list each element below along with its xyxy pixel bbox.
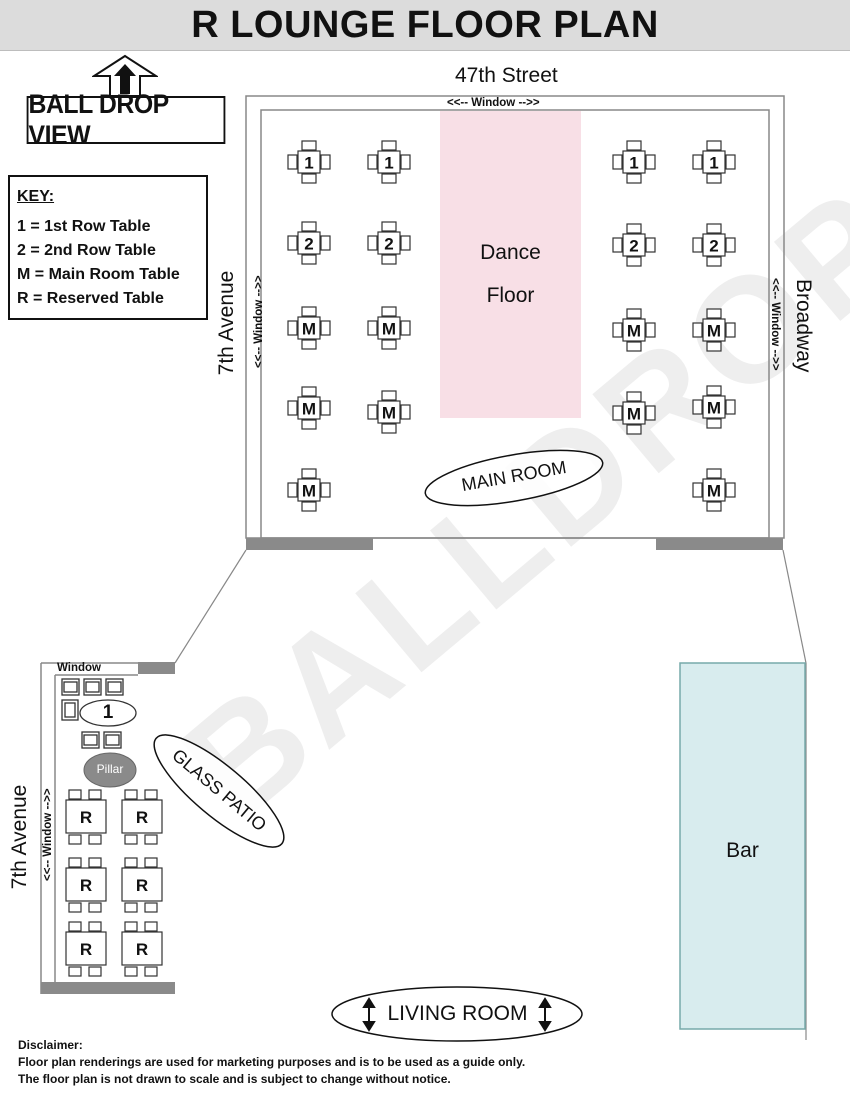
table-label: M <box>627 405 641 424</box>
table-label: M <box>302 400 316 419</box>
table-label: 1 <box>304 154 313 173</box>
table-M: M <box>612 308 656 352</box>
living-room-label: LIVING ROOM <box>387 1002 528 1025</box>
connector-line-right <box>782 549 807 664</box>
window-label-left-main: <<-- Window -->> <box>253 275 265 368</box>
table-R: R <box>65 921 107 977</box>
table-label: R <box>80 808 92 827</box>
pillar <box>83 752 137 788</box>
connector-line-left <box>174 549 247 664</box>
table-label: 2 <box>709 237 718 256</box>
street-label-7th-avenue-lower: 7th Avenue <box>8 784 31 890</box>
glass-patio-ellipse <box>153 734 285 848</box>
table-2: 2 <box>692 223 736 267</box>
table-label: M <box>382 320 396 339</box>
disclaimer-line-1: Floor plan renderings are used for marke… <box>18 1055 526 1069</box>
window-label-top: <<-- Window -->> <box>447 97 540 109</box>
key-item: 1 = 1st Row Table <box>17 218 151 235</box>
table-M: M <box>287 306 331 350</box>
table-M: M <box>367 306 411 350</box>
living-room-ellipse <box>331 986 583 1042</box>
main-wall-right-stub <box>656 538 783 550</box>
double-arrow-icon <box>538 997 552 1032</box>
table-M: M <box>692 385 736 429</box>
disclaimer-heading: Disclaimer: <box>18 1038 83 1052</box>
table-1: 1 <box>287 140 331 184</box>
disclaimer-line-2: The floor plan is not drawn to scale and… <box>18 1072 451 1086</box>
table-label: R <box>80 940 92 959</box>
dance-floor <box>440 111 581 418</box>
table-R: R <box>121 921 163 977</box>
table-label: M <box>707 399 721 418</box>
table-label: R <box>136 808 148 827</box>
patio-bottom-stub <box>41 982 175 994</box>
window-label-patio-left: <<-- Window -->> <box>42 788 54 881</box>
window-label-right-main: <<-- Window -->> <box>769 278 781 371</box>
page-title: R LOUNGE FLOOR PLAN <box>191 3 659 46</box>
key-title: KEY: <box>17 188 55 205</box>
bar-counter <box>679 662 806 1030</box>
table-1: 1 <box>367 140 411 184</box>
table-2: 2 <box>612 223 656 267</box>
pillar-label: Pillar <box>96 762 124 776</box>
street-label-47th: 47th Street <box>455 64 558 87</box>
table-label: 2 <box>384 235 393 254</box>
key-item: M = Main Room Table <box>17 266 180 283</box>
disclaimer: Disclaimer: Floor plan renderings are us… <box>18 1037 525 1088</box>
main-room-ellipse <box>424 449 604 507</box>
table-label: 1 <box>629 154 638 173</box>
key-item: 2 = 2nd Row Table <box>17 242 156 259</box>
table-2: 2 <box>367 221 411 265</box>
table-label: M <box>707 482 721 501</box>
table-label: R <box>136 940 148 959</box>
street-label-7th-avenue-upper: 7th Avenue <box>215 270 238 376</box>
table-label: R <box>80 876 92 895</box>
table-1: 1 <box>612 140 656 184</box>
key-item: R = Reserved Table <box>17 290 164 307</box>
table-M: M <box>692 308 736 352</box>
table-label: M <box>707 322 721 341</box>
table-R: R <box>121 789 163 845</box>
table-M: M <box>612 391 656 435</box>
table-label: M <box>382 404 396 423</box>
round-table-1 <box>79 699 137 727</box>
table-label: 1 <box>709 154 718 173</box>
patio-chairs <box>61 678 124 749</box>
table-1: 1 <box>692 140 736 184</box>
table-M: M <box>367 390 411 434</box>
table-R: R <box>65 789 107 845</box>
title-bar: R LOUNGE FLOOR PLAN <box>0 0 850 51</box>
table-label: 2 <box>629 237 638 256</box>
table-label: M <box>302 320 316 339</box>
table-M: M <box>287 386 331 430</box>
table-label: M <box>302 482 316 501</box>
main-room-tables: 1 1 2 2M M M M M 1 1 2 2M M M M M <box>287 140 736 512</box>
patio-top-stub <box>138 662 175 674</box>
table-M: M <box>287 468 331 512</box>
main-room-inner-wall <box>260 109 770 539</box>
street-label-broadway: Broadway <box>792 279 815 373</box>
table-label: 1 <box>384 154 393 173</box>
table-label: 2 <box>304 235 313 254</box>
window-label-patio-top: Window <box>57 662 101 674</box>
main-wall-left-stub <box>246 538 373 550</box>
table-M: M <box>692 468 736 512</box>
legend-key: KEY: 1 = 1st Row Table 2 = 2nd Row Table… <box>8 175 208 320</box>
patio-tables: R R R R R R <box>65 789 163 977</box>
round-table-label: 1 <box>102 702 114 723</box>
table-label: M <box>627 322 641 341</box>
table-R: R <box>121 857 163 913</box>
dance-floor-label-line2: Floor <box>486 284 535 307</box>
table-2: 2 <box>287 221 331 265</box>
table-label: R <box>136 876 148 895</box>
table-R: R <box>65 857 107 913</box>
double-arrow-icon <box>362 997 376 1032</box>
bar-label: Bar <box>726 839 759 862</box>
dance-floor-label-line1: Dance <box>480 241 541 264</box>
